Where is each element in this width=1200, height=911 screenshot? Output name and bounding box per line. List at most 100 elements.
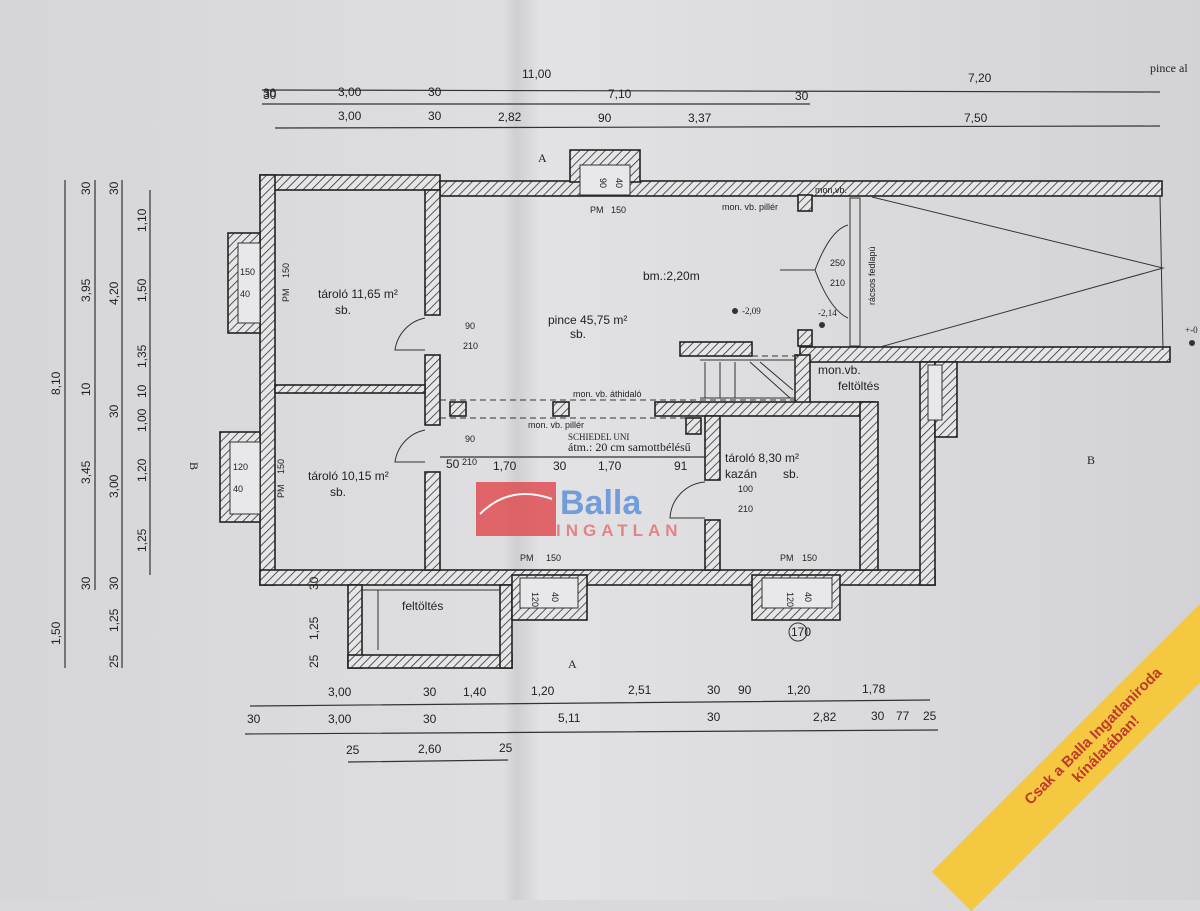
window-label: 40 — [803, 592, 813, 602]
dim-label: 30 — [107, 181, 121, 195]
chimney-sub: átm.: 20 cm samottbélésű — [568, 440, 691, 454]
dim-label: 2,60 — [418, 742, 442, 756]
dim-label: 30 — [307, 576, 321, 590]
dim-label: 1,78 — [862, 682, 886, 696]
room-label: feltöltés — [838, 379, 879, 393]
window-label: 150 — [276, 459, 286, 474]
dim-label: 10 — [135, 384, 149, 398]
door-label: 210 — [830, 278, 845, 288]
window-label: PM — [780, 553, 794, 563]
dim-label: 77 — [896, 709, 910, 723]
door-label: 210 — [463, 341, 478, 351]
window-label: 150 — [546, 553, 561, 563]
window-label: 40 — [233, 484, 243, 494]
window-label: PM — [276, 485, 286, 499]
dim-label: 7,50 — [964, 111, 988, 125]
room-label: tároló 10,15 m² — [308, 469, 389, 483]
window-label: PM — [520, 553, 534, 563]
section-mark-b: B — [187, 462, 201, 470]
balla-watermark-logo: Balla INGATLAN — [476, 482, 683, 540]
room-label: tároló 11,65 m² — [318, 287, 398, 301]
window-label: 150 — [240, 267, 255, 277]
dim-label: 30 — [79, 181, 93, 195]
dimension-lines — [64, 89, 1161, 763]
dim-label: 25 — [923, 709, 937, 723]
window-label: PM — [590, 205, 604, 215]
dim-label: 3,00 — [107, 474, 121, 498]
room-floor: sb. — [570, 327, 586, 341]
window-label: 120 — [233, 462, 248, 472]
room-floor: sb. — [330, 485, 346, 499]
dim-label: 25 — [107, 654, 121, 668]
window-label: PM — [281, 289, 291, 303]
note-label: mon. vb. pillér — [722, 202, 778, 212]
dim-label: 2,82 — [813, 710, 837, 724]
door-label: 90 — [465, 321, 475, 331]
window-label: 90 — [598, 178, 608, 188]
dim-label: 1,35 — [135, 344, 149, 368]
window-label: 150 — [802, 553, 817, 563]
dim-label: 90 — [738, 683, 752, 697]
room-sub: kazán — [725, 467, 757, 481]
dim-label: 30 — [871, 709, 885, 723]
dim-label: 30 — [79, 576, 93, 590]
dim-label: 25 — [499, 741, 513, 755]
dim-label: 2,51 — [628, 683, 652, 697]
dim-label: 1,25 — [307, 616, 321, 640]
dim-label: 1,70 — [598, 459, 622, 473]
dim-label: 90 — [598, 111, 612, 125]
dim-label: 4,20 — [107, 281, 121, 305]
room-label: feltöltés — [402, 599, 443, 613]
chimney-label: SCHIEDEL UNI — [568, 432, 629, 442]
dim-label: 25 — [307, 654, 321, 668]
window-label: 40 — [240, 289, 250, 299]
dim-label: 3,00 — [328, 712, 352, 726]
dim-label: 1,70 — [493, 459, 517, 473]
dim-label: 30 — [707, 710, 721, 724]
dim-label: 7,20 — [968, 71, 992, 85]
window-label: 40 — [614, 178, 624, 188]
dim-label: 30 — [423, 712, 437, 726]
dim-label: 1,25 — [107, 608, 121, 632]
level-label: -2,09 — [742, 306, 761, 316]
window-label: 150 — [281, 263, 291, 278]
note-label: mon.vb. — [815, 185, 847, 195]
room-label: tároló 8,30 m² — [725, 451, 799, 465]
dim-label: 3,00 — [328, 685, 352, 699]
room-height: bm.:2,20m — [643, 269, 700, 283]
note-label: mon. vb. pillér — [528, 420, 584, 430]
dim-label: 25 — [346, 743, 360, 757]
door-label: 210 — [738, 504, 753, 514]
corner-title: pince al — [1150, 61, 1188, 75]
dim-label: 1,20 — [787, 683, 811, 697]
note-label: rácsos fedlapú — [867, 246, 877, 305]
section-mark-a: A — [568, 657, 577, 671]
dim-label: 30 — [707, 683, 721, 697]
dim-label: 1,40 — [463, 685, 487, 699]
dim-label: 30 — [423, 685, 437, 699]
dim-label: 3,45 — [79, 460, 93, 484]
room-label: pince 45,75 m² — [548, 313, 627, 327]
dim-label: 2,82 — [498, 110, 522, 124]
watermark-sub: INGATLAN — [556, 521, 683, 540]
dim-label: 30 — [107, 404, 121, 418]
dim-label: 11,00 — [522, 67, 551, 81]
level-label: +-0 — [1185, 325, 1198, 335]
window-label: 40 — [550, 592, 560, 602]
room-floor: sb. — [783, 467, 799, 481]
door-label: 250 — [830, 258, 845, 268]
dim-label: 3,37 — [688, 111, 712, 125]
dim-label: 30 — [263, 88, 277, 102]
dim-label: 3,95 — [79, 278, 93, 302]
dim-label: 7,10 — [608, 87, 632, 101]
dim-label: 30 — [428, 85, 442, 99]
door-label: 50 — [446, 457, 460, 471]
dim-label: 1,50 — [135, 278, 149, 302]
dim-label: 1,50 — [49, 621, 63, 645]
dim-label: 5,11 — [558, 711, 581, 725]
dim-label: 30 — [263, 86, 277, 100]
section-mark-b: B — [1087, 453, 1095, 467]
room-floor: sb. — [335, 303, 351, 317]
watermark-brand: Balla — [560, 484, 642, 522]
